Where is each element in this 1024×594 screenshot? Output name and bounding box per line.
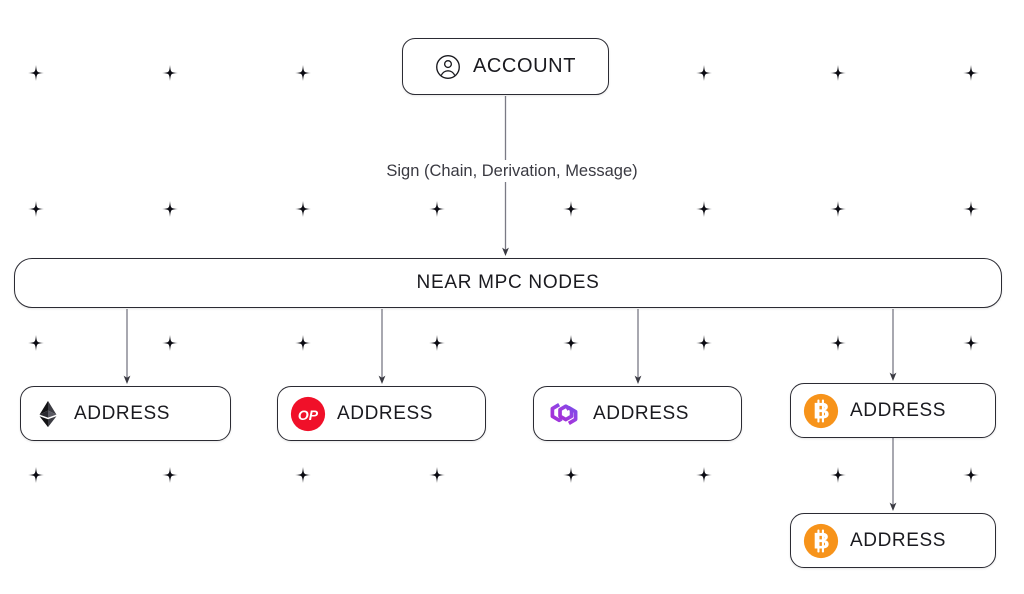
background-star-icon (428, 466, 446, 484)
background-star-icon (294, 334, 312, 352)
background-star-icon (962, 200, 980, 218)
node-account[interactable]: ACCOUNT (402, 38, 609, 95)
background-star-icon (962, 466, 980, 484)
node-address-polygon-label: ADDRESS (593, 402, 690, 424)
svg-text:OP: OP (298, 406, 319, 422)
node-address-optimism[interactable]: OP ADDRESS (277, 386, 486, 441)
background-star-icon (829, 200, 847, 218)
background-star-icon (428, 334, 446, 352)
background-star-icon (27, 64, 45, 82)
background-star-icon (829, 466, 847, 484)
background-star-icon (161, 466, 179, 484)
background-star-icon (161, 334, 179, 352)
background-star-icon (294, 466, 312, 484)
background-star-icon (161, 64, 179, 82)
background-star-icon (161, 200, 179, 218)
bitcoin-icon (803, 393, 839, 428)
node-address-bitcoin-2-label: ADDRESS (850, 529, 947, 551)
background-star-icon (962, 334, 980, 352)
edge-label-sign: Sign (Chain, Derivation, Message) (0, 160, 1024, 182)
node-address-optimism-label: ADDRESS (337, 402, 434, 424)
background-star-icon (829, 334, 847, 352)
node-address-bitcoin-1-label: ADDRESS (850, 399, 947, 421)
background-star-icon (27, 334, 45, 352)
background-star-icon (562, 200, 580, 218)
background-star-icon (695, 466, 713, 484)
edge-label-sign-text: Sign (Chain, Derivation, Message) (378, 160, 646, 182)
node-near-mpc-nodes[interactable]: NEAR MPC NODES (14, 258, 1002, 308)
background-star-icon (695, 64, 713, 82)
node-address-polygon[interactable]: ADDRESS (533, 386, 742, 441)
background-star-icon (962, 64, 980, 82)
node-address-bitcoin-1[interactable]: ADDRESS (790, 383, 996, 438)
background-star-icon (562, 334, 580, 352)
background-star-icon (294, 64, 312, 82)
ethereum-icon (39, 400, 57, 427)
user-circle-icon (436, 54, 460, 79)
bitcoin-icon (803, 523, 839, 558)
background-star-icon (562, 466, 580, 484)
node-account-label: ACCOUNT (472, 55, 577, 77)
background-star-icon (27, 466, 45, 484)
background-star-icon (27, 200, 45, 218)
background-star-icon (428, 200, 446, 218)
node-mpc-label: NEAR MPC NODES (416, 272, 600, 293)
background-star-icon (294, 200, 312, 218)
polygon-icon (550, 402, 578, 425)
node-address-ethereum[interactable]: ADDRESS (20, 386, 231, 441)
optimism-icon: OP (290, 396, 326, 431)
background-star-icon (695, 334, 713, 352)
background-star-icon (695, 200, 713, 218)
node-address-bitcoin-2[interactable]: ADDRESS (790, 513, 996, 568)
background-star-icon (829, 64, 847, 82)
node-address-ethereum-label: ADDRESS (74, 402, 171, 424)
